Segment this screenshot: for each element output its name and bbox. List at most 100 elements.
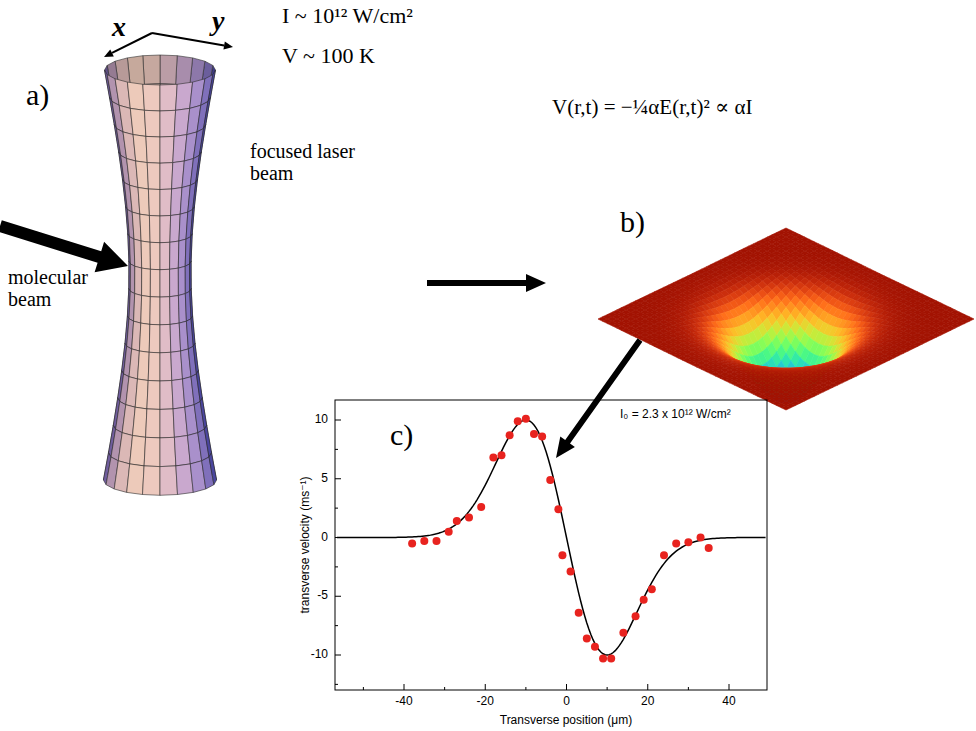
mesh-patch (139, 323, 150, 352)
tick (404, 684, 405, 690)
mesh-patch (130, 108, 146, 136)
tick-label: -20 (477, 695, 494, 708)
data-point (554, 505, 562, 513)
mesh-patch (143, 466, 161, 495)
mesh-patch (150, 269, 160, 297)
mesh-patch (135, 379, 148, 409)
data-point (558, 551, 566, 559)
data-point (408, 539, 416, 547)
axis-title: Transverse position (μm) (500, 714, 633, 727)
mesh-patch (134, 294, 142, 324)
tick-label: 0 (321, 531, 328, 544)
data-point (648, 585, 656, 593)
figure-label: I₀ = 2.3 x 10¹² W/cm² (620, 408, 731, 421)
mesh-patch (160, 110, 176, 137)
plot-frame (335, 400, 767, 690)
mesh-patch (160, 381, 173, 410)
fit-curve (337, 420, 766, 655)
axis-arrowhead (104, 49, 114, 57)
figure-label: molecular beam (8, 266, 123, 310)
mesh-patch (146, 136, 160, 163)
tick-label: 5 (321, 472, 328, 485)
mesh-patch (134, 239, 142, 268)
data-point (575, 609, 583, 617)
tick-label: 0 (563, 695, 570, 708)
mesh-patch (150, 242, 160, 269)
tick (335, 478, 341, 479)
data-point (607, 655, 615, 663)
mesh-patch (133, 135, 147, 163)
mesh-patch (170, 214, 180, 242)
data-point (697, 534, 705, 542)
tick (335, 684, 338, 685)
data-point (530, 430, 538, 438)
mesh-patch (204, 425, 211, 457)
mesh-patch (160, 84, 177, 111)
tick-label: -5 (317, 590, 328, 603)
figure-label: I ~ 10¹² W/cm² (282, 4, 413, 28)
data-point (538, 432, 546, 440)
figure-label: V ~ 100 K (282, 44, 375, 68)
data-point (453, 517, 461, 525)
mesh-patch (199, 125, 205, 156)
mesh-patch (208, 70, 216, 102)
mesh-patch (138, 351, 150, 381)
mesh-patch (160, 437, 176, 466)
mesh-patch (170, 323, 181, 352)
data-point (465, 514, 473, 522)
data-point (660, 551, 668, 559)
tick-label: -40 (395, 695, 412, 708)
tick (363, 687, 364, 690)
mesh-patch (142, 268, 151, 297)
mesh-patch (148, 352, 160, 381)
mesh-patch (146, 409, 160, 438)
figure-label: b) (620, 205, 645, 238)
mesh-patch (149, 324, 160, 352)
data-point (632, 612, 640, 620)
tick-label: 40 (722, 695, 735, 708)
tick (647, 684, 648, 690)
potential-well-surface (598, 228, 974, 410)
data-point (672, 539, 680, 547)
mesh-patch (160, 324, 171, 352)
tick (335, 420, 341, 421)
data-point (591, 643, 599, 651)
figure-label: a) (26, 78, 49, 111)
data-point (705, 544, 713, 552)
tick-label: 10 (315, 413, 328, 426)
data-point (567, 568, 575, 576)
flow-arrow (556, 338, 642, 458)
mesh-patch (160, 269, 170, 297)
mesh-patch (130, 264, 135, 294)
mesh-patch (160, 297, 170, 325)
mesh-patch (133, 407, 147, 437)
mesh-patch (193, 179, 198, 209)
mesh-patch (140, 214, 150, 242)
mesh-patch (176, 56, 193, 87)
mesh-patch (130, 436, 146, 466)
mesh-patch (160, 352, 172, 381)
mesh-patch (160, 466, 178, 495)
mesh-patch (160, 216, 171, 243)
mesh-patch (127, 82, 144, 110)
mesh-patch (190, 261, 192, 291)
data-point (522, 415, 530, 423)
data-point (514, 417, 522, 425)
mesh-patch (190, 234, 193, 264)
figure-label: V(r,t) = −¼αE(r,t)² ∝ αI (552, 96, 752, 119)
molecular-beam-arrow (0, 220, 128, 272)
mesh-patch (191, 207, 195, 237)
mesh-patch (135, 266, 142, 295)
mesh-patch (160, 242, 170, 269)
data-point (506, 431, 514, 439)
data-point (498, 451, 506, 459)
mesh-patch (170, 268, 179, 297)
mesh-patch (200, 398, 207, 429)
mesh-patch (170, 296, 180, 325)
mesh-patch (191, 316, 195, 346)
mesh-patch (190, 289, 193, 319)
mesh-patch (196, 371, 202, 402)
flow-arrows (0, 33, 642, 458)
figure-label: c) (390, 418, 413, 451)
